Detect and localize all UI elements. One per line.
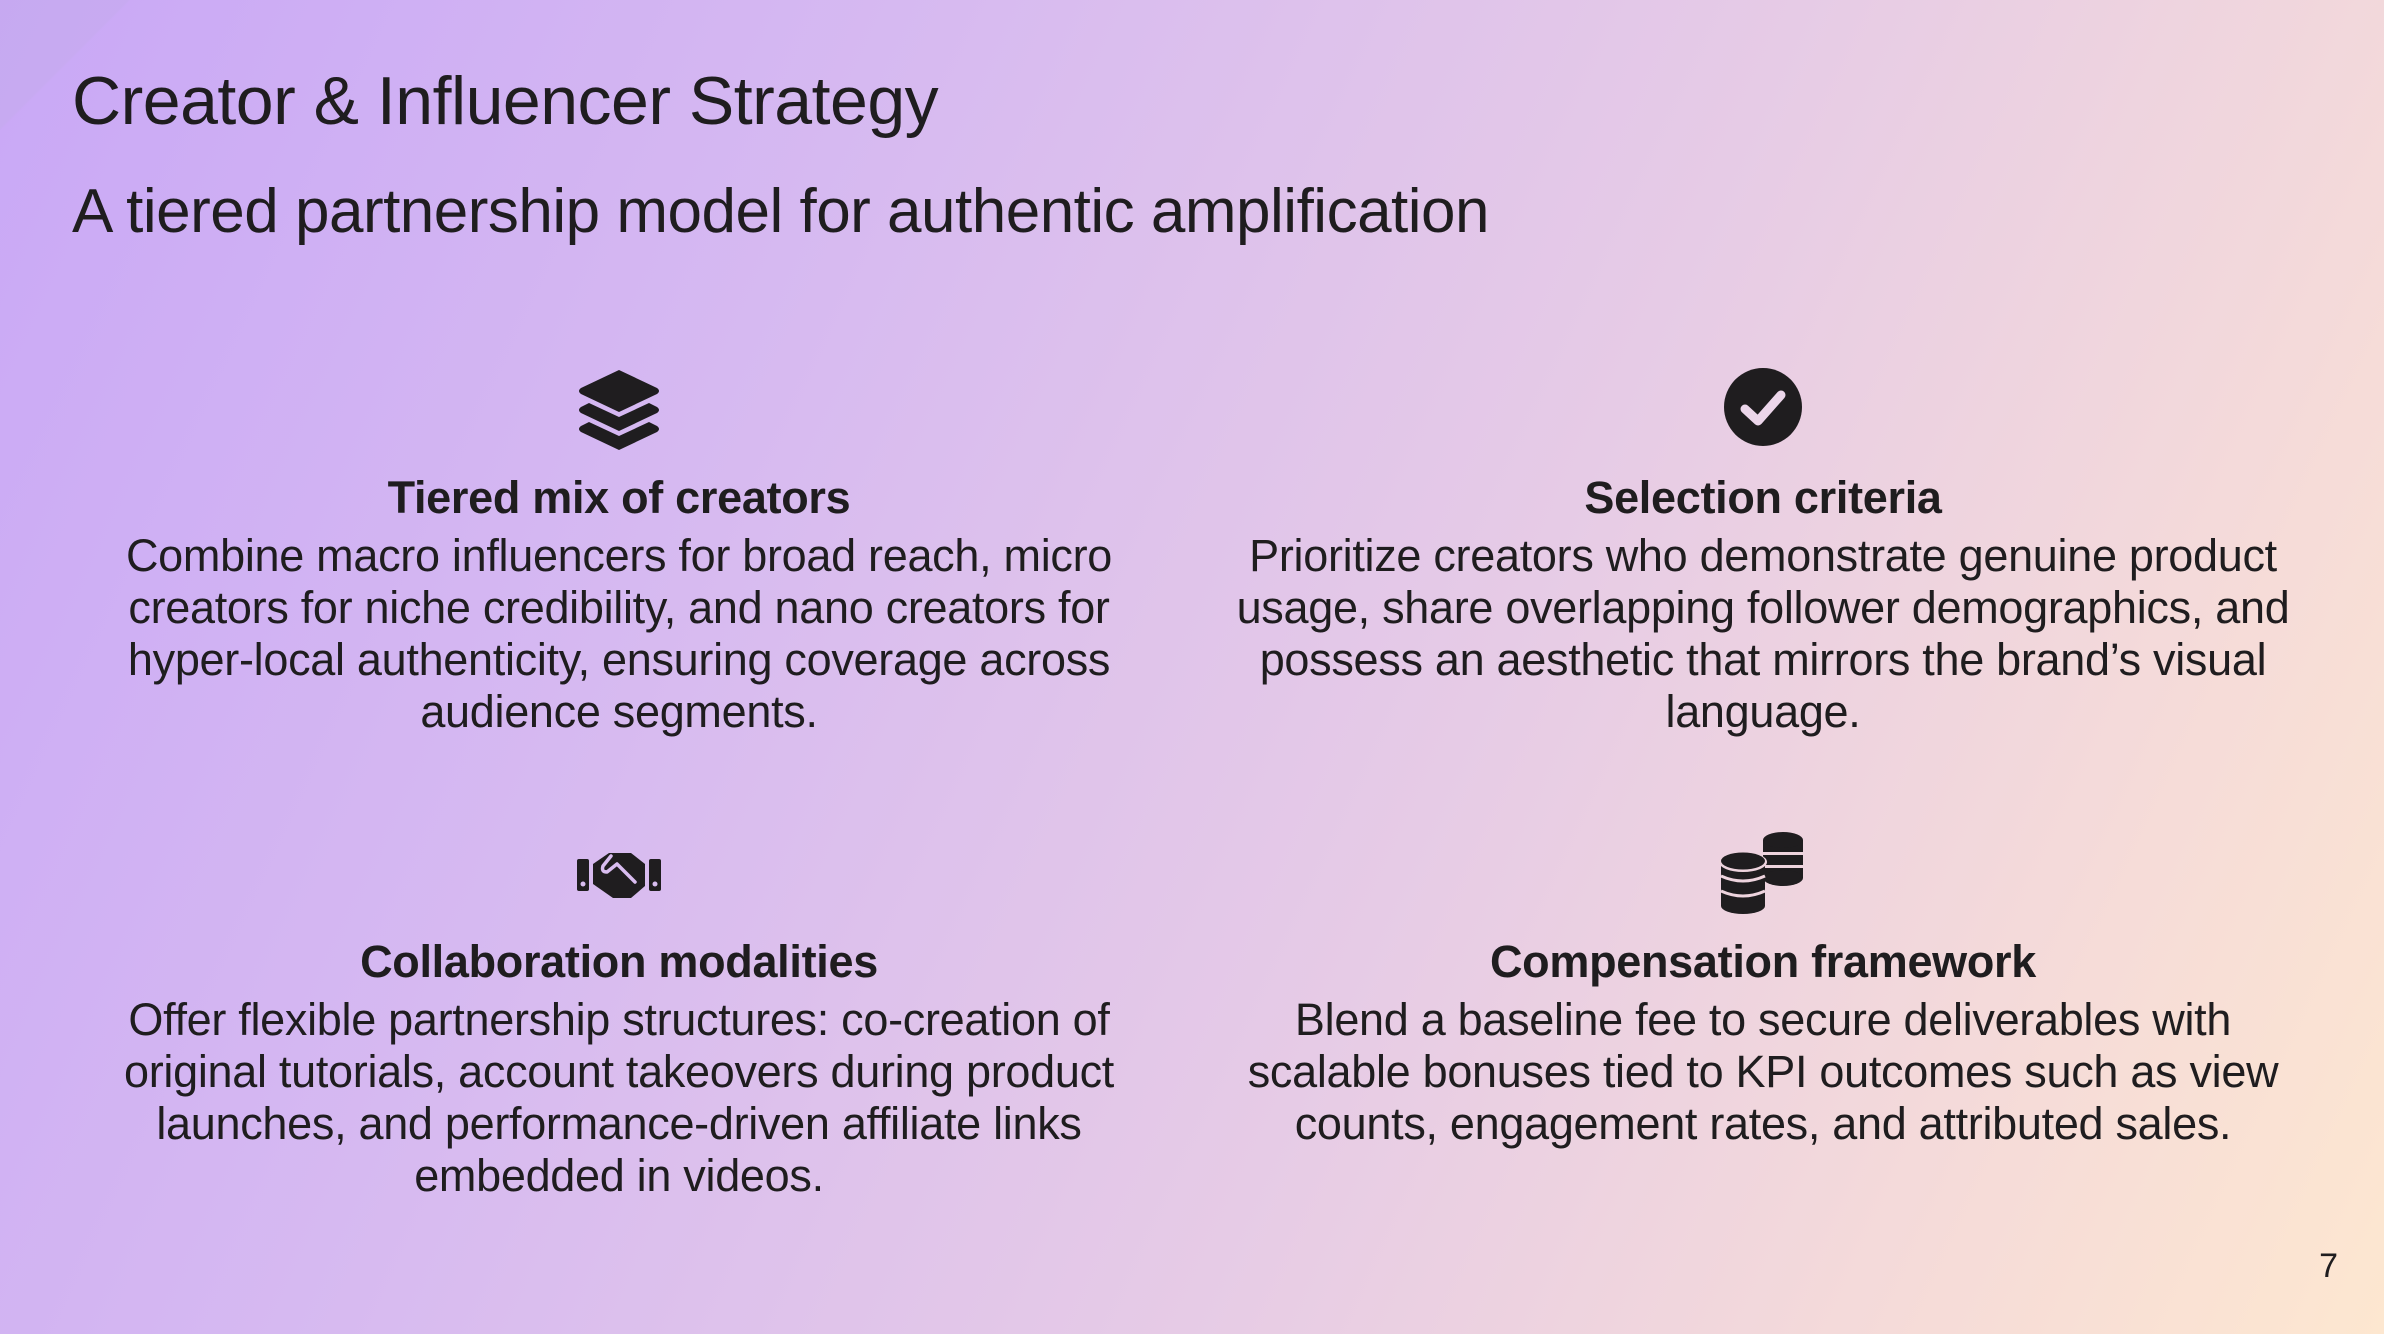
card-heading: Collaboration modalities (360, 936, 878, 987)
card-tiered-mix: Tiered mix of creators Combine macro inf… (59, 362, 1179, 738)
background-corner-accent (0, 0, 160, 160)
card-collaboration-modalities: Collaboration modalities Offer flexible … (59, 826, 1179, 1202)
slide-subtitle: A tiered partnership model for authentic… (72, 177, 1490, 246)
card-compensation-framework: Compensation framework Blend a baseline … (1203, 826, 2323, 1150)
page-number: 7 (2319, 1247, 2338, 1285)
card-body: Prioritize creators who demonstrate genu… (1236, 530, 2290, 737)
check-circle-icon (1713, 362, 1813, 452)
layers-icon (569, 362, 669, 452)
card-heading: Compensation framework (1489, 936, 2036, 987)
slide-title: Creator & Influencer Strategy (72, 63, 939, 139)
handshake-icon (569, 826, 669, 916)
coins-icon (1713, 826, 1813, 916)
card-body: Offer flexible partnership structures: c… (124, 994, 1114, 1201)
card-body: Combine macro influencers for broad reac… (125, 530, 1112, 737)
card-selection-criteria: Selection criteria Prioritize creators w… (1203, 362, 2323, 738)
card-heading: Tiered mix of creators (387, 472, 851, 523)
card-body: Blend a baseline fee to secure deliverab… (1247, 994, 2279, 1149)
card-heading: Selection criteria (1584, 472, 1942, 523)
